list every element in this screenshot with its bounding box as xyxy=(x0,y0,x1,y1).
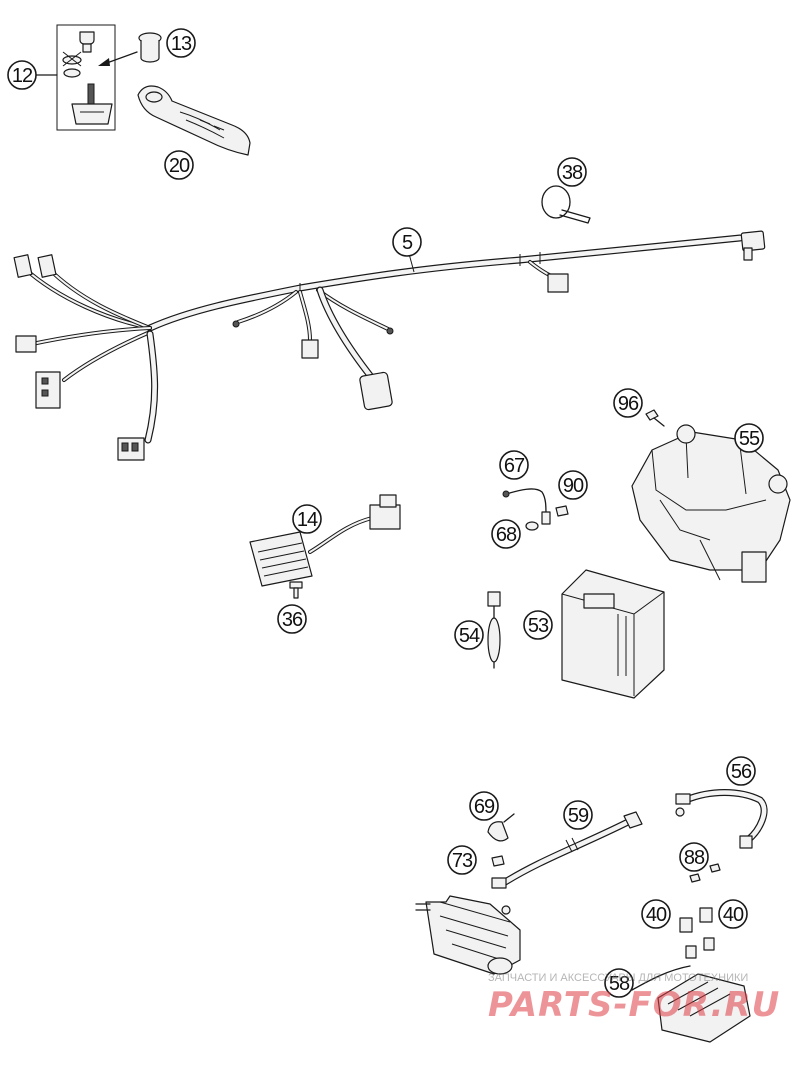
callout-5: 5 xyxy=(392,227,422,257)
part-12-switch-kit xyxy=(35,24,116,131)
callout-54: 54 xyxy=(454,620,484,650)
part-73-nut xyxy=(491,855,505,867)
part-54-fuse-holder xyxy=(487,591,501,669)
svg-text:55: 55 xyxy=(739,428,760,450)
callout-96: 96 xyxy=(613,388,643,418)
svg-text:13: 13 xyxy=(171,33,192,55)
callout-59: 59 xyxy=(563,800,593,830)
svg-text:58: 58 xyxy=(609,973,630,995)
svg-text:67: 67 xyxy=(504,455,525,477)
svg-text:40: 40 xyxy=(646,904,667,926)
callout-14: 14 xyxy=(292,504,322,534)
part-38-cable-tie xyxy=(541,185,591,224)
svg-text:56: 56 xyxy=(731,761,752,783)
callout-38: 38 xyxy=(557,157,587,187)
part-58-starter-relay xyxy=(631,965,751,1043)
svg-text:40: 40 xyxy=(723,904,744,926)
part-5-wiring-harness xyxy=(13,230,766,461)
svg-text:59: 59 xyxy=(568,805,589,827)
callout-69: 69 xyxy=(469,791,499,821)
part-20-lever-housing xyxy=(137,85,251,156)
svg-text:38: 38 xyxy=(562,162,583,184)
callout-73: 73 xyxy=(447,845,477,875)
part-67-cable xyxy=(502,488,551,525)
svg-text:12: 12 xyxy=(12,65,33,87)
svg-text:90: 90 xyxy=(563,475,584,497)
part-14-regulator xyxy=(249,494,401,599)
part-55-battery-box xyxy=(631,424,791,583)
part-59-starter-cable xyxy=(491,811,643,889)
part-68-washer xyxy=(525,521,539,531)
svg-text:68: 68 xyxy=(496,524,517,546)
part-36-screw xyxy=(289,581,303,599)
callout-90: 90 xyxy=(558,470,588,500)
svg-text:5: 5 xyxy=(402,232,413,254)
svg-text:20: 20 xyxy=(169,155,190,177)
svg-text:96: 96 xyxy=(618,393,639,415)
part-53-battery xyxy=(561,569,665,699)
watermark-logo: PARTS-FOR.RU xyxy=(488,985,781,1025)
svg-text:54: 54 xyxy=(459,625,480,647)
callout-67: 67 xyxy=(499,450,529,480)
svg-text:69: 69 xyxy=(474,796,495,818)
callout-40-left: 40 xyxy=(641,899,671,929)
svg-text:53: 53 xyxy=(528,615,549,637)
part-90-screw xyxy=(555,505,569,517)
starter-motor xyxy=(415,895,521,975)
callout-12: 12 xyxy=(7,60,37,90)
callout-20: 20 xyxy=(164,150,194,180)
svg-text:88: 88 xyxy=(684,847,705,869)
svg-text:73: 73 xyxy=(452,850,473,872)
callout-56: 56 xyxy=(726,756,756,786)
callout-58: 58 xyxy=(604,968,634,998)
callout-68: 68 xyxy=(491,519,521,549)
callout-55: 55 xyxy=(734,423,764,453)
callout-13: 13 xyxy=(166,28,196,58)
part-13-bushing xyxy=(98,32,162,66)
callout-40-right: 40 xyxy=(718,899,748,929)
svg-text:36: 36 xyxy=(282,609,303,631)
part-69-terminal-cap xyxy=(487,813,515,842)
watermark-caption: ЗАПЧАСТИ И АКСЕССУАРЫ ДЛЯ МОТОТЕХНИКИ xyxy=(488,972,749,984)
callout-36: 36 xyxy=(277,604,307,634)
part-96-bolt xyxy=(645,409,665,427)
callout-88: 88 xyxy=(679,842,709,872)
part-56-battery-cable xyxy=(675,789,768,849)
part-40-fuses xyxy=(679,907,715,959)
callout-53: 53 xyxy=(523,610,553,640)
svg-text:14: 14 xyxy=(297,509,318,531)
part-88-screws xyxy=(689,863,721,883)
